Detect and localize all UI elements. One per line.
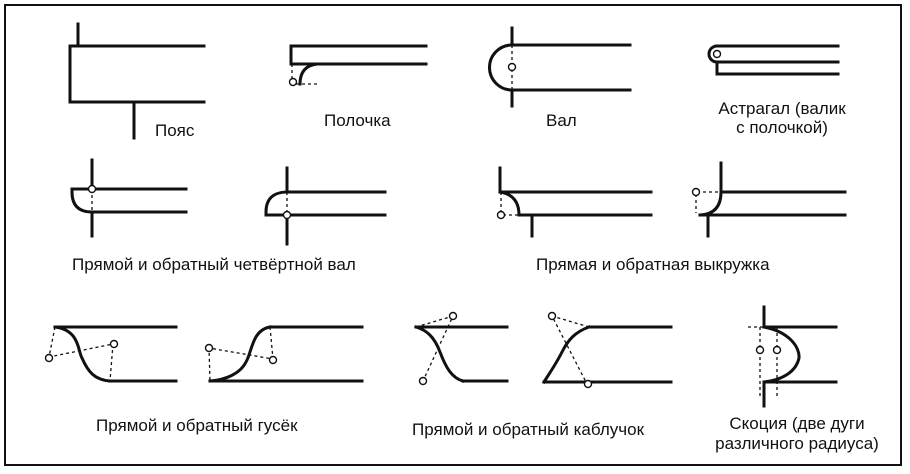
label-polochka: Полочка [324, 111, 391, 130]
poyas-profile [68, 22, 206, 140]
label-astragal-line1: Астрагал (валик [718, 99, 846, 118]
quarter-round-reverse-profile [264, 166, 387, 246]
label-val: Вал [546, 111, 577, 130]
cyma-recta-direct-profile [44, 325, 178, 383]
cyma-reversa-direct-profile [414, 311, 509, 386]
cavetto-direct-profile [496, 166, 653, 238]
astragal-profile [707, 44, 840, 76]
label-poyas: Пояс [155, 121, 195, 140]
cavetto-reverse-profile [691, 161, 847, 238]
label-scotia-line2: различного радиуса) [715, 434, 879, 453]
label-quarter-round: Прямой и обратный четвёртной вал [72, 255, 356, 274]
label-scotia-line1: Скоция (две дуги [729, 414, 865, 433]
label-astragal-line2: с полочкой) [736, 118, 828, 137]
cyma-recta-reverse-profile [204, 325, 364, 383]
label-cavetto: Прямая и обратная выкружка [536, 255, 770, 274]
cyma-reversa-reverse-profile [541, 311, 673, 389]
quarter-round-direct-profile [70, 158, 188, 238]
scotia-profile [748, 305, 838, 408]
polochka-profile [288, 44, 428, 87]
label-cyma-recta: Прямой и обратный гусёк [96, 416, 298, 435]
diagram-frame [4, 4, 902, 466]
label-cyma-reversa: Прямой и обратный каблучок [412, 420, 645, 439]
val-profile [488, 26, 632, 108]
